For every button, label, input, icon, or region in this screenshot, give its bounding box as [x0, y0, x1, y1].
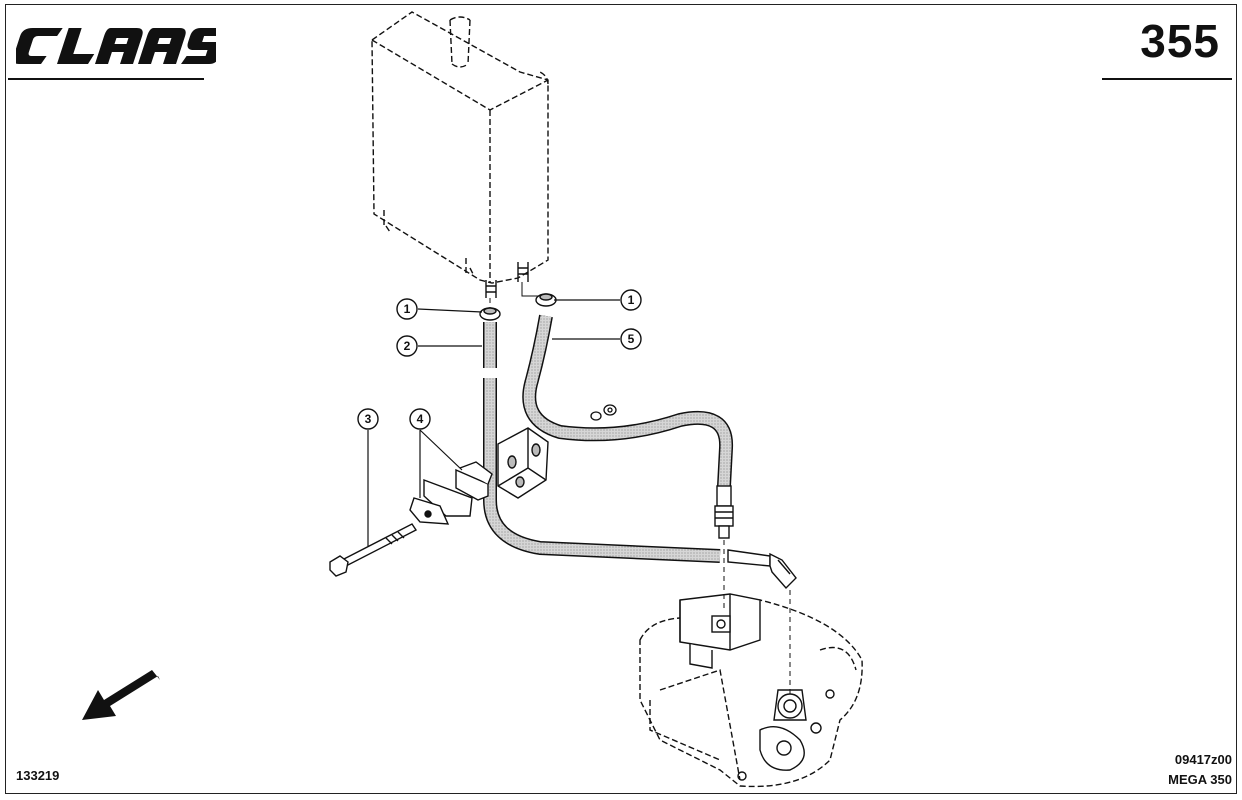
- model-name: MEGA 350: [1168, 772, 1232, 787]
- nut-washer: [590, 404, 617, 421]
- callout-1a: 1: [396, 298, 483, 320]
- hose-suction-main: [483, 378, 721, 563]
- oil-tank: [371, 11, 549, 284]
- hose-clamp-left: [479, 307, 501, 321]
- callout-1a-label: 1: [404, 302, 411, 316]
- header-rule-right: [1102, 78, 1232, 80]
- callout-3: 3: [357, 408, 379, 546]
- image-id: 133219: [16, 768, 60, 783]
- page-number: 355: [1140, 15, 1220, 67]
- callout-4-label: 4: [417, 412, 424, 426]
- tank-outlet-fittings: [485, 262, 540, 298]
- callout-4: 4: [409, 408, 463, 498]
- hydraulic-pump: [639, 593, 863, 788]
- mounting-bracket-block: [497, 427, 549, 499]
- callout-5-label: 5: [628, 332, 635, 346]
- callout-1b: 1: [554, 289, 642, 311]
- arrow-down-left-icon: [82, 670, 160, 720]
- clamp-halves: [409, 461, 493, 525]
- claas-logo: [12, 24, 229, 68]
- hose-fitting-return: [714, 485, 734, 539]
- hose-fitting-suction: [727, 549, 797, 590]
- assembly-lines: [489, 298, 791, 694]
- callout-2: 2: [396, 335, 482, 357]
- bolt: [329, 523, 418, 577]
- page-frame: [5, 4, 1237, 794]
- callout-5: 5: [552, 328, 642, 350]
- hose-return: [522, 314, 734, 487]
- callout-1b-label: 1: [628, 293, 635, 307]
- drawing-code: 09417z00: [1174, 752, 1232, 767]
- callout-3-label: 3: [365, 412, 372, 426]
- header-rule-left: [8, 78, 204, 80]
- callout-2-label: 2: [404, 339, 411, 353]
- hose-clamp-right: [535, 293, 557, 307]
